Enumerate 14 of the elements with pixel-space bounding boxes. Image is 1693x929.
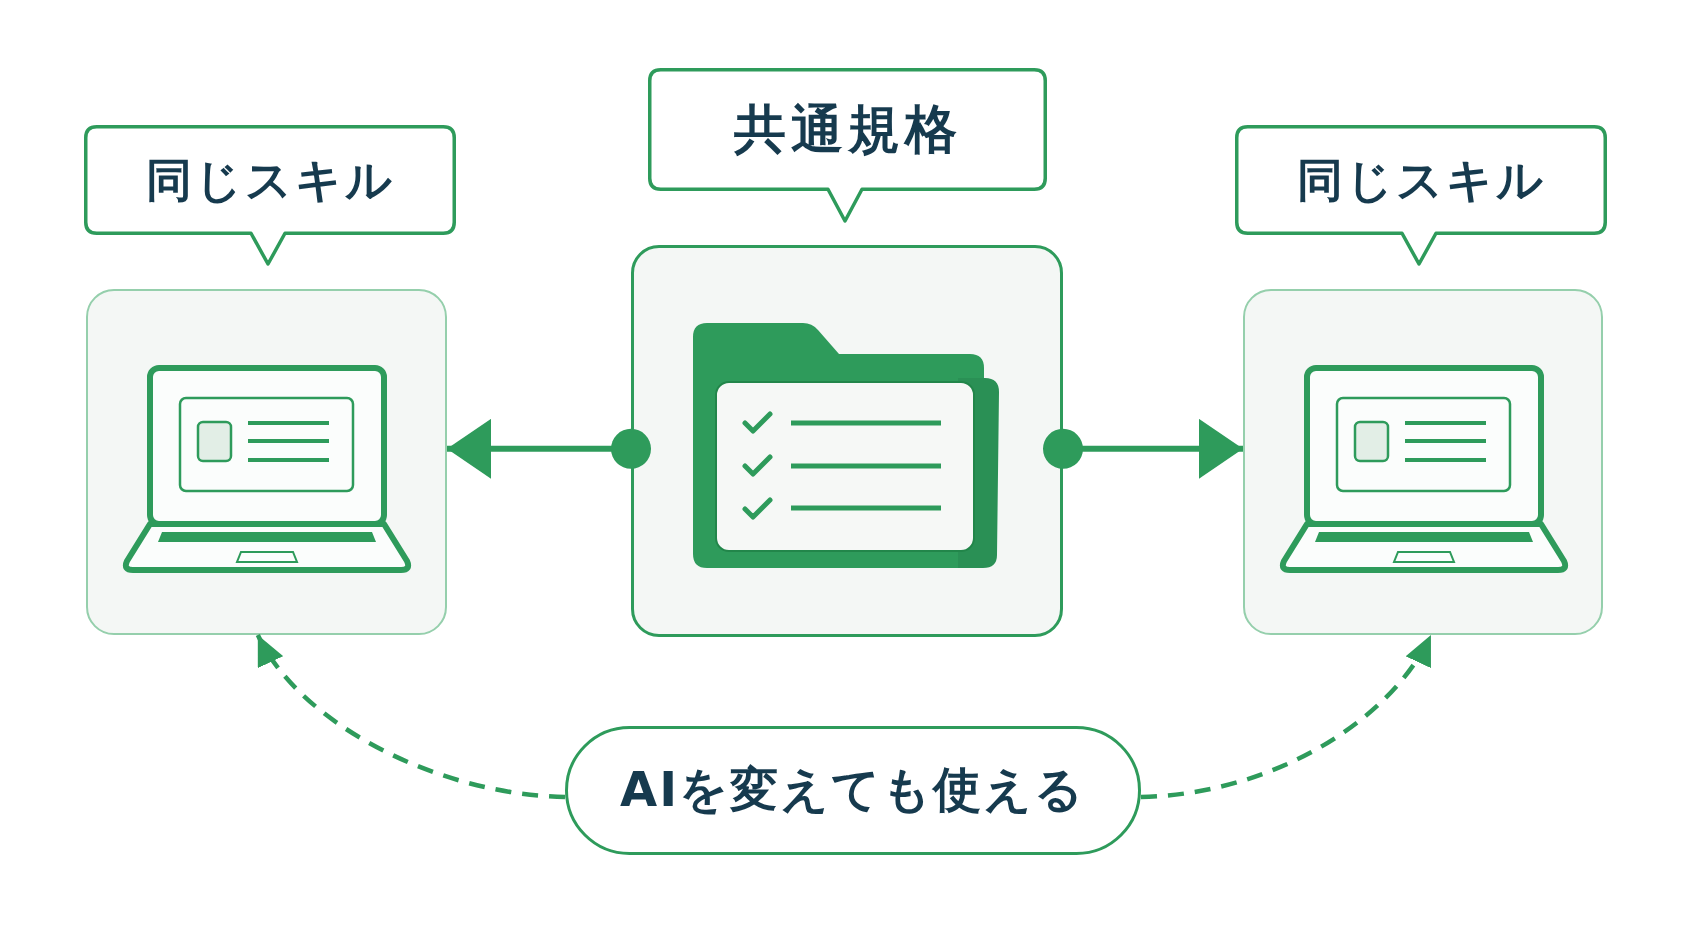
bubble-text: 同じスキル: [145, 153, 395, 207]
dashed-arrow: [1140, 633, 1433, 800]
rounded-panel: [631, 245, 1063, 637]
speech-bubble: [84, 125, 456, 267]
arrow: [447, 418, 651, 479]
pill-text: AIを変えても使える: [620, 762, 1085, 818]
dashed-arrow: [255, 633, 566, 800]
rounded-panel: [86, 289, 447, 635]
speech-bubble: [648, 68, 1047, 224]
bubble-text: 同じスキル: [1296, 153, 1546, 207]
arrow: [1043, 418, 1243, 479]
bubble-text: 共通規格: [733, 99, 962, 160]
speech-bubble: [1235, 125, 1607, 267]
rounded-panel: [1243, 289, 1603, 635]
